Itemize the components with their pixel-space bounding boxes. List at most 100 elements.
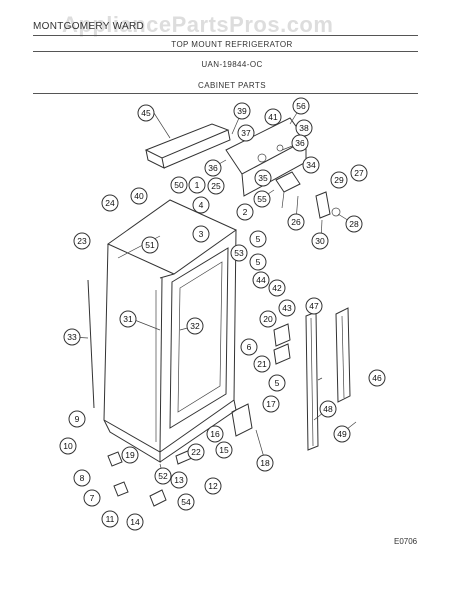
diagram-title: TOP MOUNT REFRIGERATOR xyxy=(171,40,293,49)
callout-39[interactable]: 39 xyxy=(233,102,251,120)
callout-18[interactable]: 18 xyxy=(256,454,274,472)
callout-30[interactable]: 30 xyxy=(311,232,329,250)
callout-5-a[interactable]: 5 xyxy=(249,230,267,248)
callout-54[interactable]: 54 xyxy=(177,493,195,511)
svg-text:42: 42 xyxy=(272,283,282,293)
svg-text:3: 3 xyxy=(199,229,204,239)
callout-49[interactable]: 49 xyxy=(333,425,351,443)
callout-19[interactable]: 19 xyxy=(121,446,139,464)
callout-12[interactable]: 12 xyxy=(204,477,222,495)
svg-text:7: 7 xyxy=(90,493,95,503)
callout-40[interactable]: 40 xyxy=(130,187,148,205)
callout-43[interactable]: 43 xyxy=(278,299,296,317)
svg-text:5: 5 xyxy=(256,257,261,267)
svg-text:39: 39 xyxy=(237,106,247,116)
callout-15[interactable]: 15 xyxy=(215,441,233,459)
section-title: CABINET PARTS xyxy=(198,81,266,90)
callout-11[interactable]: 11 xyxy=(101,510,119,528)
callout-22[interactable]: 22 xyxy=(187,443,205,461)
callout-41[interactable]: 41 xyxy=(264,108,282,126)
callout-36-upper[interactable]: 36 xyxy=(291,134,309,152)
callout-46[interactable]: 46 xyxy=(368,369,386,387)
callout-55[interactable]: 55 xyxy=(253,190,271,208)
callout-21[interactable]: 21 xyxy=(253,355,271,373)
callout-48[interactable]: 48 xyxy=(319,400,337,418)
svg-text:5: 5 xyxy=(275,378,280,388)
svg-text:51: 51 xyxy=(145,240,155,250)
callout-51[interactable]: 51 xyxy=(141,236,159,254)
svg-text:32: 32 xyxy=(190,321,200,331)
callout-2[interactable]: 2 xyxy=(236,203,254,221)
callout-23[interactable]: 23 xyxy=(73,232,91,250)
callout-5-b[interactable]: 5 xyxy=(249,253,267,271)
svg-text:36: 36 xyxy=(208,163,218,173)
svg-text:34: 34 xyxy=(306,160,316,170)
svg-text:19: 19 xyxy=(125,450,135,460)
callout-17[interactable]: 17 xyxy=(262,395,280,413)
callout-10[interactable]: 10 xyxy=(59,437,77,455)
callout-20[interactable]: 20 xyxy=(259,310,277,328)
callout-8[interactable]: 8 xyxy=(73,469,91,487)
shelf-rail-right xyxy=(335,307,351,403)
callout-33[interactable]: 33 xyxy=(63,328,81,346)
svg-text:27: 27 xyxy=(354,168,364,178)
callout-34[interactable]: 34 xyxy=(302,156,320,174)
callout-52[interactable]: 52 xyxy=(154,467,172,485)
callout-26[interactable]: 26 xyxy=(287,213,305,231)
callout-50[interactable]: 50 xyxy=(170,176,188,194)
watermark: AppliancePartsPros.com xyxy=(62,12,334,37)
callout-42[interactable]: 42 xyxy=(268,279,286,297)
callout-53[interactable]: 53 xyxy=(230,244,248,262)
svg-text:33: 33 xyxy=(67,332,77,342)
callout-25[interactable]: 25 xyxy=(207,177,225,195)
thermostat-assembly xyxy=(275,171,301,209)
svg-text:41: 41 xyxy=(268,112,278,122)
hinge-bracket-right xyxy=(315,191,341,219)
callout-24[interactable]: 24 xyxy=(101,194,119,212)
svg-text:16: 16 xyxy=(210,429,220,439)
header-rule-mid xyxy=(33,51,418,52)
shelf-rail-left xyxy=(305,311,319,451)
callout-6[interactable]: 6 xyxy=(240,338,258,356)
callout-31[interactable]: 31 xyxy=(119,310,137,328)
bottom-hinge xyxy=(231,403,253,437)
svg-text:25: 25 xyxy=(211,181,221,191)
svg-text:53: 53 xyxy=(234,248,244,258)
callout-29[interactable]: 29 xyxy=(330,171,348,189)
callout-47[interactable]: 47 xyxy=(305,297,323,315)
callout-1[interactable]: 1 xyxy=(188,176,206,194)
svg-text:47: 47 xyxy=(309,301,319,311)
svg-text:40: 40 xyxy=(134,191,144,201)
callout-7[interactable]: 7 xyxy=(83,489,101,507)
callout-36-lower[interactable]: 36 xyxy=(204,159,222,177)
callout-45[interactable]: 45 xyxy=(137,104,155,122)
callout-3[interactable]: 3 xyxy=(192,225,210,243)
svg-text:38: 38 xyxy=(299,123,309,133)
top-cover-panel xyxy=(144,123,231,169)
callout-27[interactable]: 27 xyxy=(350,164,368,182)
door-stop-parts xyxy=(273,323,291,365)
callout-35[interactable]: 35 xyxy=(254,169,272,187)
svg-text:29: 29 xyxy=(334,175,344,185)
callout-5-c[interactable]: 5 xyxy=(268,374,286,392)
callout-32[interactable]: 32 xyxy=(186,317,204,335)
svg-text:18: 18 xyxy=(260,458,270,468)
diagram-code: E0706 xyxy=(394,537,418,546)
brand-name: MONTGOMERY WARD xyxy=(33,21,144,32)
svg-text:55: 55 xyxy=(257,194,267,204)
callout-56[interactable]: 56 xyxy=(292,97,310,115)
callout-9[interactable]: 9 xyxy=(68,410,86,428)
callout-14[interactable]: 14 xyxy=(126,513,144,531)
svg-text:4: 4 xyxy=(199,200,204,210)
callout-4[interactable]: 4 xyxy=(192,196,210,214)
callout-13[interactable]: 13 xyxy=(170,471,188,489)
callout-44[interactable]: 44 xyxy=(252,271,270,289)
svg-text:8: 8 xyxy=(80,473,85,483)
svg-text:20: 20 xyxy=(263,314,273,324)
callout-16-a[interactable]: 16 xyxy=(206,425,224,443)
callout-37[interactable]: 37 xyxy=(237,124,255,142)
callout-28[interactable]: 28 xyxy=(345,215,363,233)
callout-38[interactable]: 38 xyxy=(295,119,313,137)
